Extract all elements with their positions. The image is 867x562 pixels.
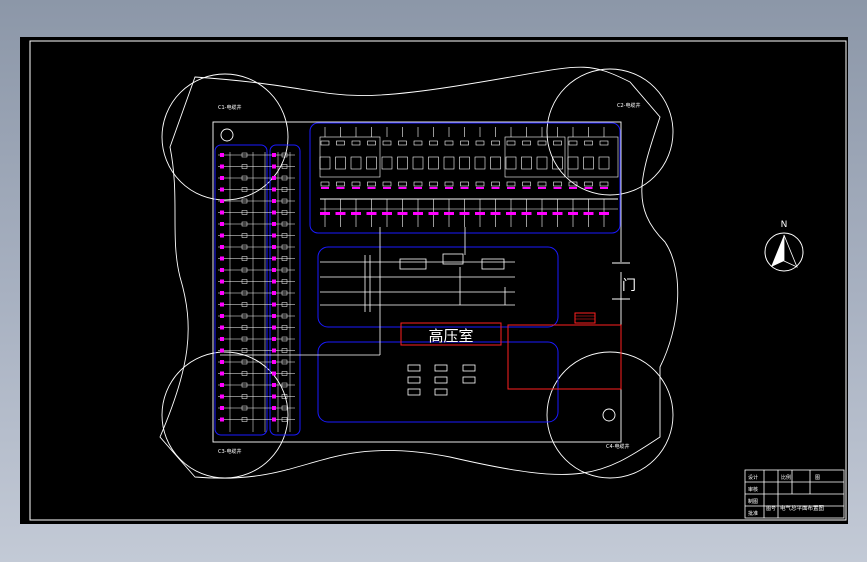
distribution-lines: [220, 227, 515, 356]
corner-label-tl: C1-电缆井: [218, 104, 241, 111]
door-label: 门: [622, 278, 636, 294]
hv-room-vent: [574, 312, 596, 324]
floor-plan-drawing: C1-电缆井 C2-电缆井 C3-电缆井 C4-电缆井 门: [29, 40, 847, 521]
cable-tray-middle: [317, 246, 559, 328]
north-label: N: [781, 220, 788, 230]
hv-room-outline: [507, 324, 622, 390]
building-outline: [212, 121, 622, 443]
corner-circle-tl: [161, 73, 289, 201]
column-marker-br: [602, 408, 616, 422]
cable-tray-left-1: [214, 144, 268, 436]
title-block: [744, 469, 845, 519]
corner-cable-wells: [161, 68, 674, 479]
transformers: [399, 253, 505, 270]
hv-room-label: 高压室: [428, 327, 473, 345]
scale-value: 图: [815, 475, 820, 481]
corner-circle-bl: [161, 351, 289, 479]
cable-trays: [214, 122, 621, 436]
north-arrow: N: [764, 220, 804, 272]
drawing-frame: [29, 40, 847, 521]
title-cell-3: 批准: [748, 510, 758, 517]
title-cell-1: 审核: [748, 486, 758, 493]
corner-label-br: C4-电缆井: [606, 443, 629, 450]
corner-label-bl: C3-电缆井: [218, 448, 241, 455]
corner-label-tr: C2-电缆井: [617, 102, 640, 109]
title-cell-2: 制图: [748, 498, 758, 505]
column-marker-tl: [220, 128, 234, 142]
cable-tray-top: [309, 122, 621, 234]
cable-tray-left-2: [269, 144, 301, 436]
drawing-title: 电气总平面布置图: [780, 504, 825, 512]
corner-circle-br: [546, 351, 674, 479]
site-outline: [159, 66, 679, 479]
switchgear-panels: [218, 127, 619, 432]
hv-cabinets: [407, 364, 476, 396]
scale-label: 比例: [781, 474, 791, 481]
title-cell-0: 设计: [748, 474, 758, 481]
corner-circle-tr: [546, 68, 674, 196]
compass-circle: [764, 232, 804, 272]
cable-tray-lower: [317, 341, 559, 423]
cad-viewport[interactable]: C1-电缆井 C2-电缆井 C3-电缆井 C4-电缆井 门: [20, 37, 848, 524]
drawing-no-label: 图号: [766, 506, 776, 512]
hv-room-label-box: [400, 322, 502, 346]
